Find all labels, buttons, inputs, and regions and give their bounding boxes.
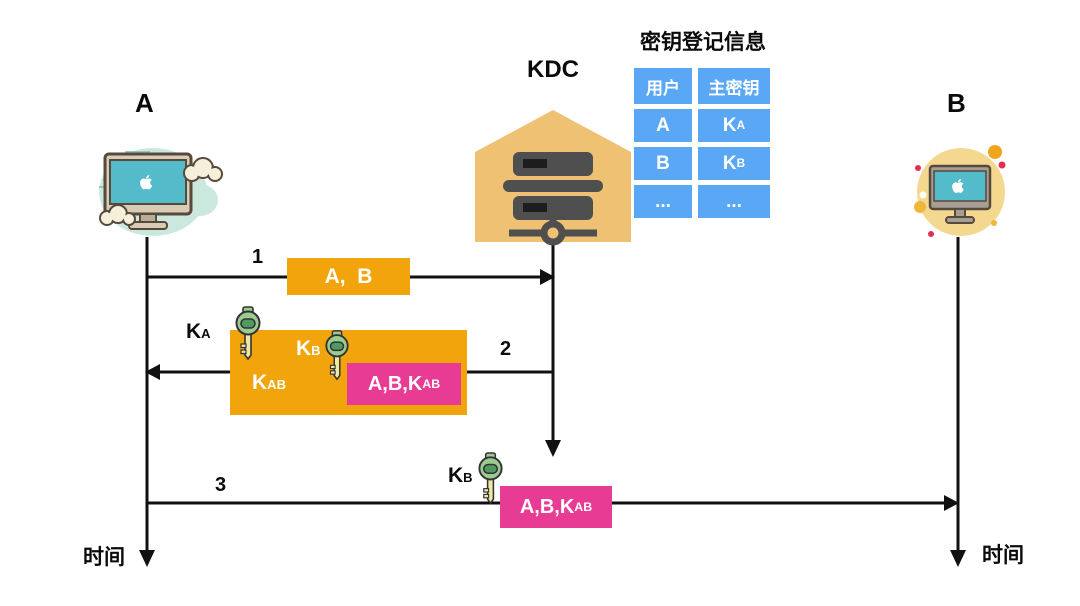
key-icon-ka xyxy=(234,306,262,362)
timeline-kdc-arrowhead xyxy=(545,440,561,457)
message2-step-number: 2 xyxy=(500,338,512,360)
actor-b-label: B xyxy=(947,88,966,118)
registry-row-etc-key: ... xyxy=(698,185,770,218)
registry-row-a-user: A xyxy=(634,109,692,142)
message1-box: A, B xyxy=(287,258,410,295)
computer-a-icon xyxy=(95,140,230,240)
orange-dot xyxy=(914,201,926,213)
kdc-house-icon xyxy=(471,104,635,246)
registry-row-b-user: B xyxy=(634,147,692,180)
actor-kdc-label: KDC xyxy=(527,56,579,83)
orange-dot xyxy=(991,220,997,226)
message3-step-number: 3 xyxy=(215,474,227,496)
message2-kab-label: KAB xyxy=(252,371,286,394)
message2-ka-label: KA xyxy=(186,320,211,343)
registry-header-master-key: 主密钥 xyxy=(698,68,770,104)
white-dot xyxy=(919,191,927,199)
timeline-b-arrowhead xyxy=(950,550,966,567)
key-icon-kb-message2 xyxy=(324,330,350,382)
message1-step-number: 1 xyxy=(252,246,264,268)
orange-dot xyxy=(988,145,1002,159)
message2-arrowhead xyxy=(145,364,160,380)
key-icon-kb-message3 xyxy=(477,452,504,506)
timeline-a-arrowhead xyxy=(139,550,155,567)
computer-b-icon xyxy=(905,140,1017,245)
registry-row-etc-user: ... xyxy=(634,185,692,218)
registry-header-user: 用户 xyxy=(634,68,692,104)
red-dot xyxy=(998,161,1006,169)
server-icon xyxy=(503,152,603,220)
message3-arrowhead xyxy=(944,495,959,511)
message1-arrowhead xyxy=(540,269,555,285)
message3-kb-label: KB xyxy=(448,464,473,487)
registry-table-title: 密钥登记信息 xyxy=(640,31,766,54)
actor-a-label: A xyxy=(135,88,154,118)
time-label-left: 时间 xyxy=(83,546,125,569)
time-label-right: 时间 xyxy=(982,544,1024,567)
red-dot xyxy=(928,231,934,237)
message2-kb-label: KB xyxy=(296,337,321,360)
red-dot xyxy=(915,165,921,171)
